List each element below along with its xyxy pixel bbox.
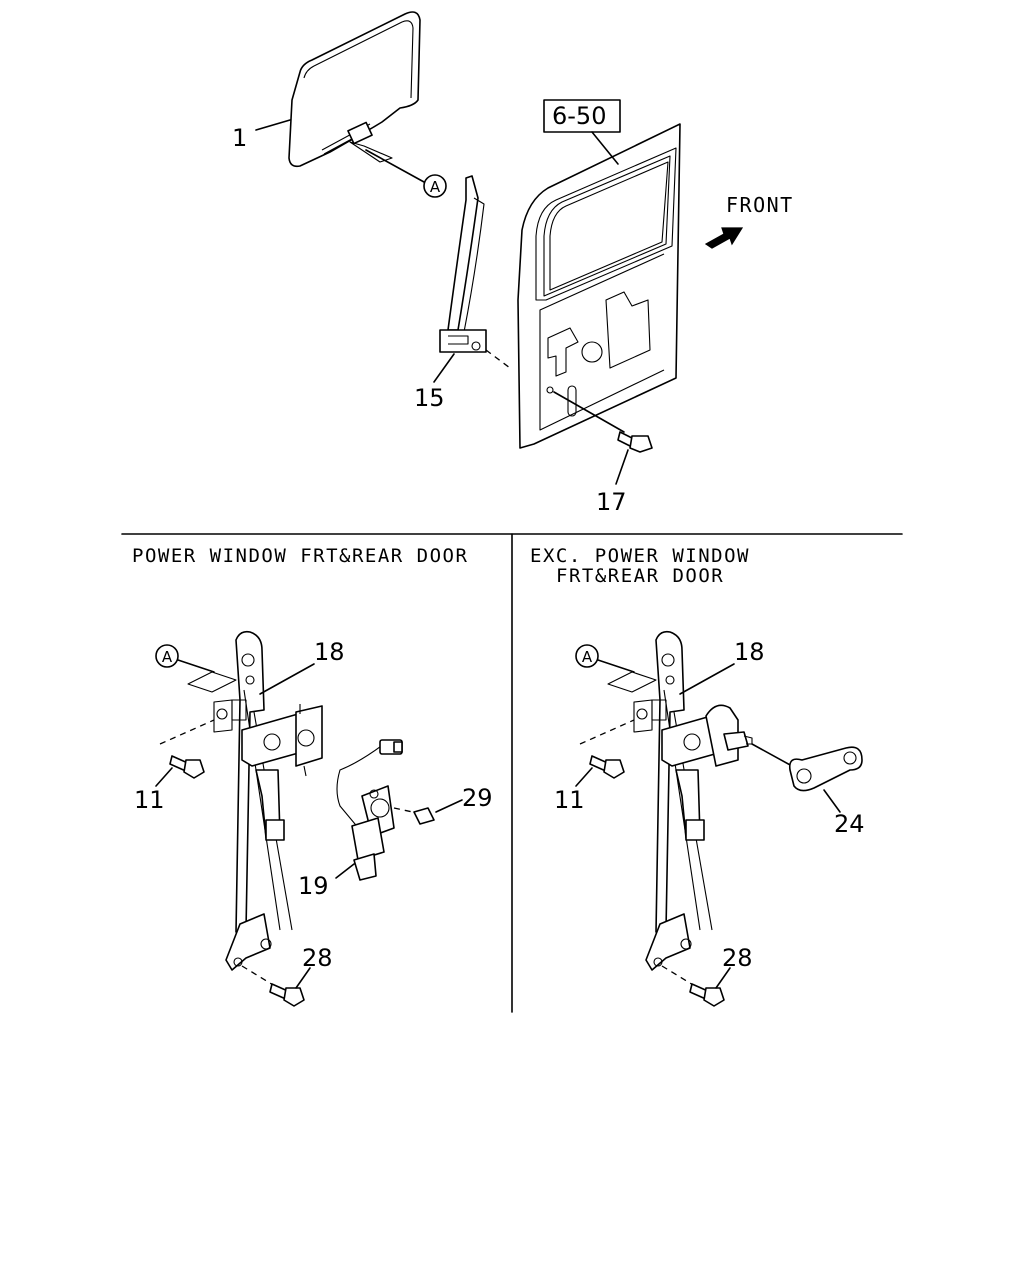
leader-reference xyxy=(591,131,619,165)
leader-dash-11-left xyxy=(159,719,215,745)
front-label: FRONT xyxy=(726,193,794,217)
callout-11-left: 11 xyxy=(134,786,165,814)
window-handle xyxy=(788,746,863,792)
door-panel xyxy=(517,123,681,449)
marker-a-left xyxy=(155,644,179,668)
leader-28-left xyxy=(295,967,311,989)
callout-19: 19 xyxy=(298,872,329,900)
door-glass xyxy=(288,11,421,168)
callout-29: 29 xyxy=(462,784,493,812)
front-arrow-icon xyxy=(704,227,744,249)
callout-11-right: 11 xyxy=(554,786,585,814)
glass-run-channel xyxy=(439,175,487,353)
callout-18-left: 18 xyxy=(314,638,345,666)
leader-28-right xyxy=(715,967,731,989)
bolt-28-left xyxy=(269,983,305,1007)
window-motor xyxy=(336,739,403,881)
callout-15: 15 xyxy=(414,384,445,412)
leader-18-left xyxy=(259,663,315,695)
mark-plate-right xyxy=(607,671,657,693)
leader-channel xyxy=(433,353,455,383)
door-bolt xyxy=(617,431,653,453)
leader-24 xyxy=(823,789,841,813)
leader-dash-11-right xyxy=(579,719,635,745)
leader-bolt-17-dash xyxy=(553,391,625,433)
mark-plate-left xyxy=(187,671,237,693)
callout-1: 1 xyxy=(232,124,247,152)
reference-box-label: 6-50 xyxy=(552,102,606,130)
leader-11-left xyxy=(155,767,173,787)
leader-29 xyxy=(435,799,463,813)
marker-a-right-label: A xyxy=(582,648,593,666)
leader-glass xyxy=(255,119,291,131)
section-title-manual-1: EXC. POWER WINDOW xyxy=(530,545,750,567)
leader-handle-shaft xyxy=(751,743,793,767)
marker-a-right xyxy=(575,644,599,668)
callout-17: 17 xyxy=(596,488,627,516)
callout-28-right: 28 xyxy=(722,944,753,972)
regulator-manual xyxy=(633,630,753,971)
callout-24: 24 xyxy=(834,810,865,838)
leader-18-right xyxy=(679,663,735,695)
marker-a-top-label: A xyxy=(430,178,441,196)
leader-a-top xyxy=(365,149,425,183)
leader-dash-channel xyxy=(485,349,511,369)
motor-screw xyxy=(413,807,435,825)
leader-bolt-17 xyxy=(615,449,629,485)
bolt-11-left xyxy=(169,755,205,779)
leader-19 xyxy=(335,863,355,879)
reference-box xyxy=(543,99,621,133)
marker-a-top xyxy=(423,174,447,198)
marker-a-left-label: A xyxy=(162,648,173,666)
callout-28-left: 28 xyxy=(302,944,333,972)
leader-a-left xyxy=(177,659,215,673)
section-title-power: POWER WINDOW FRT&REAR DOOR xyxy=(132,545,468,567)
leader-a-right xyxy=(597,659,635,673)
leader-11-right xyxy=(575,767,593,787)
section-title-manual-2: FRT&REAR DOOR xyxy=(556,565,724,587)
callout-18-right: 18 xyxy=(734,638,765,666)
regulator-power xyxy=(213,630,323,971)
bolt-11-right xyxy=(589,755,625,779)
bolt-28-right xyxy=(689,983,725,1007)
